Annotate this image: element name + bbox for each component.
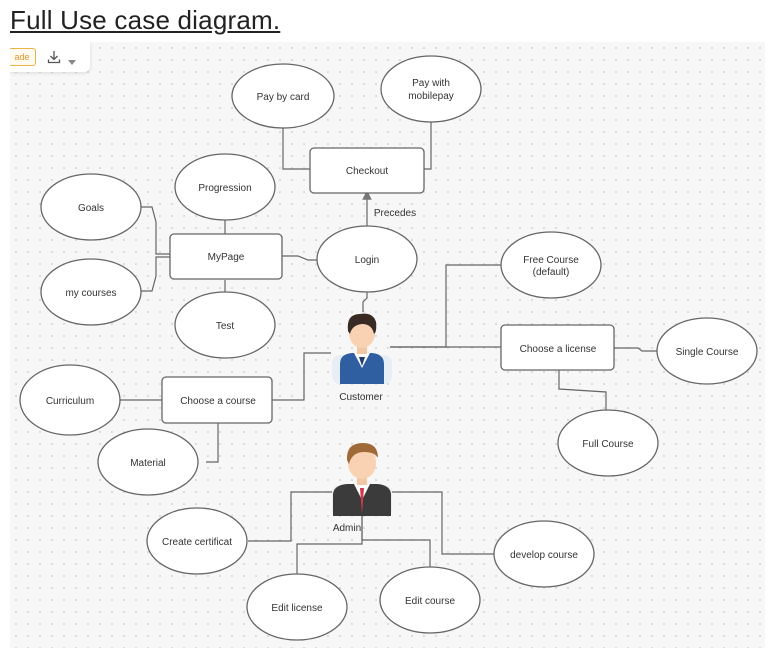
usecase-login[interactable] [316,225,418,293]
label-mypage: MyPage [208,252,245,263]
connector-mobilepay-checkout [424,122,432,170]
connector-paybycard-checkout [282,128,310,170]
usecase-full-course[interactable] [557,409,659,477]
admin-actor-icon [332,443,392,516]
connector-license-single [614,347,657,352]
label-test: Test [216,321,235,332]
usecase-single-course[interactable] [656,317,758,385]
label-edit-license: Edit license [271,603,323,614]
label-progression: Progression [198,183,251,194]
box-mypage[interactable] [169,233,283,280]
label-choose-license: Choose a license [520,344,597,355]
connector-customer-choosecourse [272,352,331,401]
usecase-progression[interactable] [174,153,276,221]
label-login: Login [355,255,379,266]
label-goals: Goals [78,203,104,214]
label-choose-course: Choose a course [180,396,256,407]
customer-actor-icon [332,313,392,384]
connector-license-full [558,370,607,410]
toolbar-chip-button[interactable]: ade [10,48,36,66]
label-customer: Customer [339,392,383,403]
diagram-canvas[interactable]: Pay by card Pay with mobilepay Checkout … [10,42,765,648]
connector-goals-mypage [139,206,170,255]
use-case-diagram: Pay by card Pay with mobilepay Checkout … [19,55,758,641]
label-my-courses: my courses [65,288,116,299]
box-choose-course[interactable] [161,376,273,424]
label-edit-course: Edit course [405,596,455,607]
connectors [120,122,657,577]
usecase-edit-license[interactable] [246,573,348,641]
usecase-goals[interactable] [40,173,142,241]
label-pay-with-mobilepay-line1: Pay with [412,78,450,89]
usecase-my-courses[interactable] [40,258,142,326]
connector-material-choosecourse [206,422,219,463]
connector-mycourses-mypage [139,256,170,292]
usecase-create-certificat[interactable] [146,507,248,575]
connector-login-customer [362,292,368,312]
label-pay-by-card: Pay by card [257,92,310,103]
connector-admin-certificat [248,491,333,542]
download-icon[interactable] [47,50,61,69]
label-full-course: Full Course [582,439,634,450]
label-free-course-line2: (default) [533,267,570,278]
connector-mypage-login [282,255,318,261]
usecase-pay-by-card[interactable] [231,63,335,129]
diagram-toolbar: ade [10,42,90,72]
label-curriculum: Curriculum [46,396,94,407]
connector-admin-editcourse [361,514,431,567]
usecase-free-course[interactable] [500,231,602,299]
label-material: Material [130,458,166,469]
label-pay-with-mobilepay-line2: mobilepay [408,91,454,102]
label-checkout: Checkout [346,166,388,177]
usecase-edit-course[interactable] [379,566,481,634]
connector-admin-develop [391,491,495,555]
page-title: Full Use case diagram. [10,5,281,35]
label-free-course-line1: Free Course [523,255,579,266]
box-choose-license[interactable] [500,324,615,371]
box-checkout[interactable] [309,147,425,194]
usecase-develop-course[interactable] [493,520,595,588]
usecase-curriculum[interactable] [19,364,121,436]
label-develop-course: develop course [510,550,578,561]
usecase-material[interactable] [97,428,199,496]
usecase-pay-with-mobilepay[interactable] [380,55,482,123]
usecase-test[interactable] [174,291,276,359]
label-precedes: Precedes [374,208,416,219]
chevron-down-icon[interactable] [67,54,77,72]
label-single-course: Single Course [676,347,739,358]
label-admin: Admin [333,523,361,534]
label-create-certificat: Create certificat [162,537,232,548]
